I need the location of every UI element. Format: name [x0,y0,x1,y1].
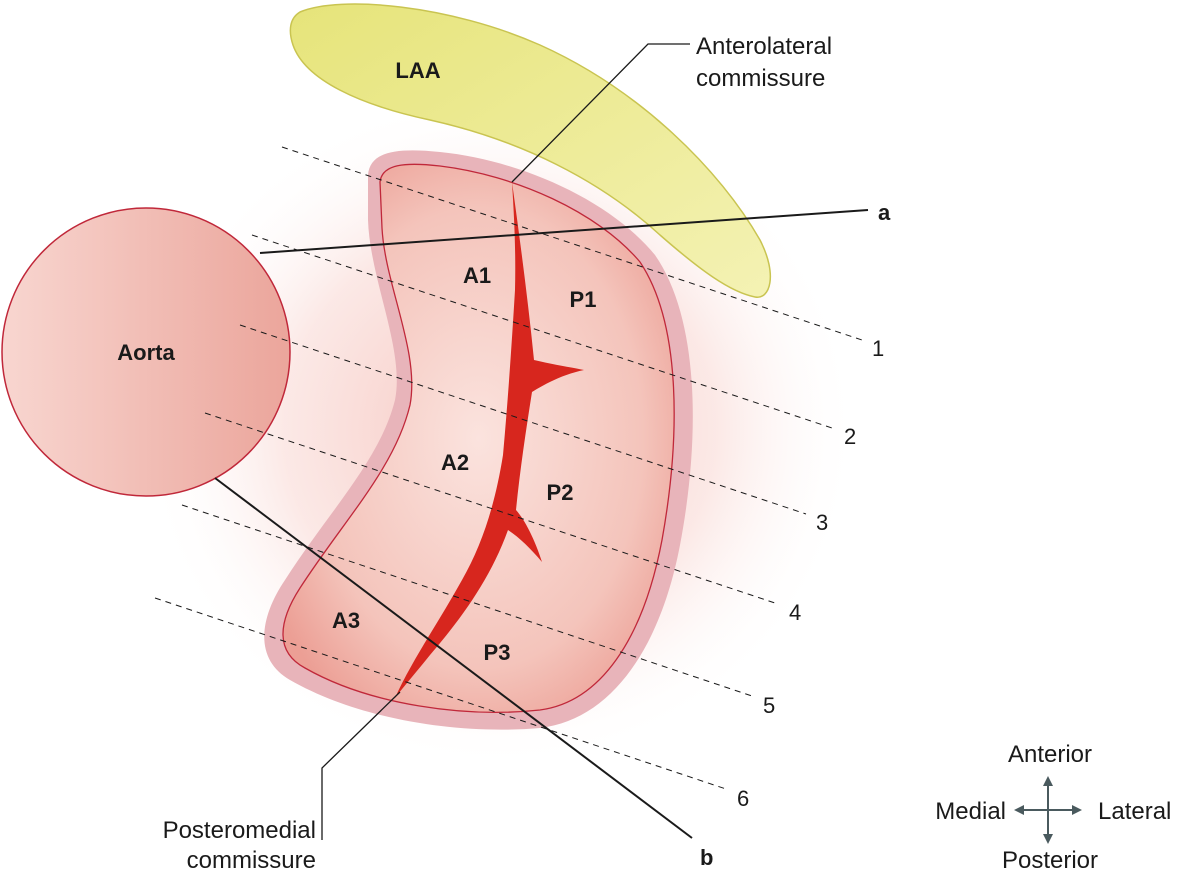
slice-line-2 [251,234,833,429]
anterolateral-label-line2: commissure [696,65,825,92]
slice-line-5 [181,504,753,697]
scallop-p2: P2 [547,480,574,505]
anterolateral-label-line1: Anterolateral [696,33,832,60]
slice-label-6: 6 [737,786,749,811]
orientation-lateral: Lateral [1098,798,1171,825]
slice-label-3: 3 [816,510,828,535]
posteromedial-label-line1: Posteromedial [163,817,316,844]
orientation-medial: Medial [935,798,1006,825]
slice-line-6 [154,597,727,790]
scallop-a2: A2 [441,450,469,475]
arrow-right-icon [1072,805,1082,815]
scallop-p3: P3 [484,640,511,665]
slice-line-3 [239,324,807,515]
laa-shape [289,3,772,298]
slice-label-4: 4 [789,600,801,625]
plane-b-label: b [700,845,713,870]
scallop-a3: A3 [332,608,360,633]
plane-b-line [214,477,693,839]
posteromedial-label-line2: commissure [187,847,316,874]
valve-leaflets [282,163,675,713]
plane-a-label: a [878,200,891,225]
orientation-posterior: Posterior [1002,847,1098,874]
orientation-anterior: Anterior [1008,741,1092,768]
laa-label: LAA [395,58,440,83]
slice-line-1 [281,146,863,341]
anterolateral-leader [511,43,690,183]
scallop-p1: P1 [570,287,597,312]
arrow-down-icon [1043,834,1053,844]
slice-label-2: 2 [844,424,856,449]
orientation-compass [1014,776,1082,844]
aorta-shape [1,207,291,497]
arrow-left-icon [1014,805,1024,815]
plane-a-line [259,209,869,254]
slice-label-1: 1 [872,336,884,361]
slice-label-5: 5 [763,693,775,718]
arrow-up-icon [1043,776,1053,786]
aorta-label: Aorta [117,340,175,365]
scallop-a1: A1 [463,263,491,288]
slice-line-4 [204,412,779,605]
posteromedial-leader [321,691,401,840]
